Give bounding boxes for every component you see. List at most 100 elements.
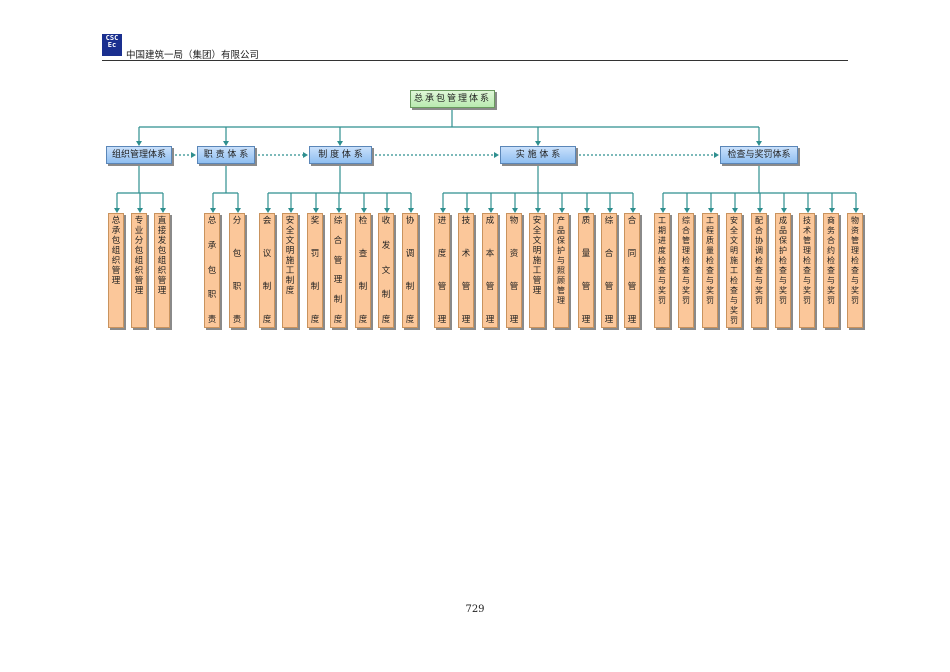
arrow-head xyxy=(464,208,470,213)
leaf-label: 产品保护与照顾管理 xyxy=(557,216,565,305)
leaf-label: 物资管理 xyxy=(509,216,519,325)
leaf-node: 质量管理 xyxy=(578,213,594,328)
company-name: 中国建筑一局（集团）有限公司 xyxy=(126,50,260,61)
arrow-head xyxy=(336,208,342,213)
arrow-head xyxy=(288,208,294,213)
leaf-label: 分包职责 xyxy=(232,216,242,325)
leaf-label: 技术管理检查与奖罚 xyxy=(803,216,811,305)
arrow-head xyxy=(384,208,390,213)
arrow-head xyxy=(440,208,446,213)
leaf-node: 会议制度 xyxy=(259,213,275,328)
leaf-node: 工程质量检查与奖罚 xyxy=(702,213,718,328)
leaf-node: 安全文明施工制度 xyxy=(282,213,298,328)
leaf-label: 安全文明施工制度 xyxy=(285,216,295,296)
arrow-head xyxy=(137,208,143,213)
leaf-node: 产品保护与照顾管理 xyxy=(553,213,569,328)
leaf-node: 安全文明施工检查与奖罚 xyxy=(726,213,742,328)
page-number: 729 xyxy=(465,604,485,615)
leaf-label: 安全文明施工检查与奖罚 xyxy=(730,216,738,325)
arrow-head xyxy=(313,208,319,213)
leaf-node: 分包职责 xyxy=(229,213,245,328)
leaf-label: 协调制度 xyxy=(405,216,415,325)
leaf-node: 商务合约检查与奖罚 xyxy=(823,213,839,328)
leaf-label: 综合管理制度 xyxy=(333,216,343,325)
leaf-node: 工期进度检查与奖罚 xyxy=(654,213,670,328)
leaf-label: 配合协调检查与奖罚 xyxy=(755,216,763,305)
leaf-label: 检查制度 xyxy=(358,216,368,325)
arrow-head xyxy=(488,208,494,213)
arrow-head xyxy=(494,152,499,158)
leaf-label: 工程质量检查与奖罚 xyxy=(706,216,714,305)
arrow-head xyxy=(223,141,229,146)
arrow-head xyxy=(853,208,859,213)
arrow-head xyxy=(512,208,518,213)
arrow-head xyxy=(265,208,271,213)
leaf-label: 会议制度 xyxy=(262,216,272,325)
header-rule xyxy=(102,60,848,61)
leaf-node: 配合协调检查与奖罚 xyxy=(751,213,767,328)
arrow-head xyxy=(756,141,762,146)
leaf-label: 成品保护检查与奖罚 xyxy=(779,216,787,305)
leaf-node: 直接发包组织管理 xyxy=(154,213,170,328)
leaf-node: 成品保护检查与奖罚 xyxy=(775,213,791,328)
leaf-label: 安全文明施工管理 xyxy=(532,216,542,296)
arrow-head xyxy=(660,208,666,213)
leaf-node: 综合管理制度 xyxy=(330,213,346,328)
leaf-node: 综合管理 xyxy=(601,213,617,328)
leaf-label: 成本管理 xyxy=(485,216,495,325)
leaf-node: 收发文制度 xyxy=(378,213,394,328)
leaf-node: 成本管理 xyxy=(482,213,498,328)
leaf-node: 协调制度 xyxy=(402,213,418,328)
arrow-head xyxy=(684,208,690,213)
arrow-head xyxy=(630,208,636,213)
leaf-label: 奖罚制度 xyxy=(310,216,320,325)
page-header: CSC Ec 中国建筑一局（集团）有限公司 xyxy=(102,34,848,61)
leaf-node: 总承包组织管理 xyxy=(108,213,124,328)
leaf-node: 检查制度 xyxy=(355,213,371,328)
arrow-head xyxy=(805,208,811,213)
leaf-node: 专业分包组织管理 xyxy=(131,213,147,328)
arrow-head xyxy=(714,152,719,158)
leaf-node: 技术管理 xyxy=(458,213,474,328)
leaf-node: 奖罚制度 xyxy=(307,213,323,328)
arrow-head xyxy=(337,141,343,146)
leaf-label: 直接发包组织管理 xyxy=(157,216,167,296)
arrow-head xyxy=(235,208,241,213)
leaf-label: 工期进度检查与奖罚 xyxy=(658,216,666,305)
arrow-head xyxy=(708,208,714,213)
arrow-head xyxy=(535,141,541,146)
leaf-label: 总承包组织管理 xyxy=(111,216,121,286)
leaf-label: 合同管理 xyxy=(627,216,637,325)
arrow-head xyxy=(584,208,590,213)
arrow-head xyxy=(191,152,196,158)
leaf-node: 安全文明施工管理 xyxy=(529,213,545,328)
leaf-label: 商务合约检查与奖罚 xyxy=(827,216,835,305)
arrow-head xyxy=(361,208,367,213)
leaf-node: 进度管理 xyxy=(434,213,450,328)
arrow-head xyxy=(757,208,763,213)
leaf-node: 物资管理 xyxy=(506,213,522,328)
leaf-node: 合同管理 xyxy=(624,213,640,328)
leaf-label: 总承包职责 xyxy=(207,216,217,325)
leaf-label: 技术管理 xyxy=(461,216,471,325)
category-duty: 职 责 体 系 xyxy=(197,146,255,164)
root-node: 总承包管理体系 xyxy=(410,90,495,108)
leaf-node: 物资管理检查与奖罚 xyxy=(847,213,863,328)
arrow-head xyxy=(408,208,414,213)
arrow-head xyxy=(303,152,308,158)
arrow-head xyxy=(607,208,613,213)
leaf-node: 总承包职责 xyxy=(204,213,220,328)
arrow-head xyxy=(781,208,787,213)
category-org: 组织管理体系 xyxy=(106,146,172,164)
category-rules: 制 度 体 系 xyxy=(309,146,372,164)
leaf-label: 进度管理 xyxy=(437,216,447,325)
leaf-label: 综合管理检查与奖罚 xyxy=(682,216,690,305)
arrow-head xyxy=(559,208,565,213)
company-logo: CSC Ec xyxy=(102,34,122,56)
leaf-label: 收发文制度 xyxy=(381,216,391,325)
leaf-label: 物资管理检查与奖罚 xyxy=(851,216,859,305)
leaf-node: 综合管理检查与奖罚 xyxy=(678,213,694,328)
leaf-label: 专业分包组织管理 xyxy=(134,216,144,296)
category-implementation: 实 施 体 系 xyxy=(500,146,576,164)
leaf-label: 质量管理 xyxy=(581,216,591,325)
